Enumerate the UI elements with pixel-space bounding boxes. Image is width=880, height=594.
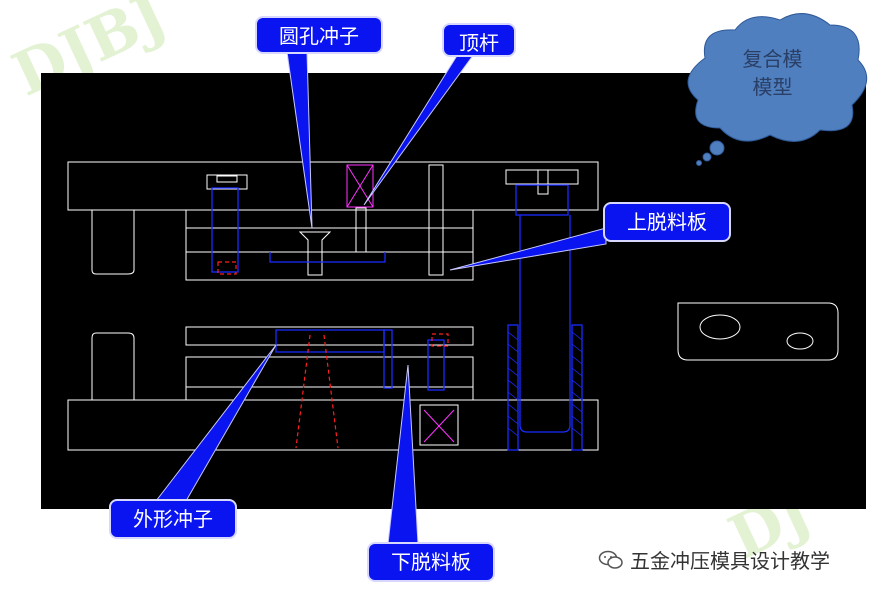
- red-hidden-lines: [217, 261, 449, 449]
- callout-outline-punch: 外形冲子: [109, 499, 237, 539]
- wechat-icon: [598, 550, 623, 569]
- callout-round-hole-punch: 圆孔冲子: [255, 16, 383, 54]
- callout-upper-stripper-plate: 上脱料板: [603, 202, 731, 242]
- cloud-label: 复合模 模型: [700, 45, 845, 101]
- spring-marks: [346, 164, 455, 443]
- part-shape: [677, 302, 839, 361]
- callout-ejector-rod: 顶杆: [442, 23, 516, 57]
- cloud-line-1: 复合模: [742, 47, 803, 71]
- footer-source: 五金冲压模具设计教学: [598, 545, 830, 574]
- footer-text: 五金冲压模具设计教学: [630, 549, 830, 573]
- lower-die-outlines: [67, 326, 599, 451]
- cloud-line-2: 模型: [752, 75, 793, 99]
- bushing-hatching: [507, 331, 583, 437]
- callout-lower-stripper-plate: 下脱料板: [367, 542, 495, 582]
- drawing-panel: [41, 73, 866, 509]
- callout-pointers: [154, 51, 607, 545]
- upper-die-outlines: [67, 161, 599, 281]
- thought-cloud: [687, 13, 868, 166]
